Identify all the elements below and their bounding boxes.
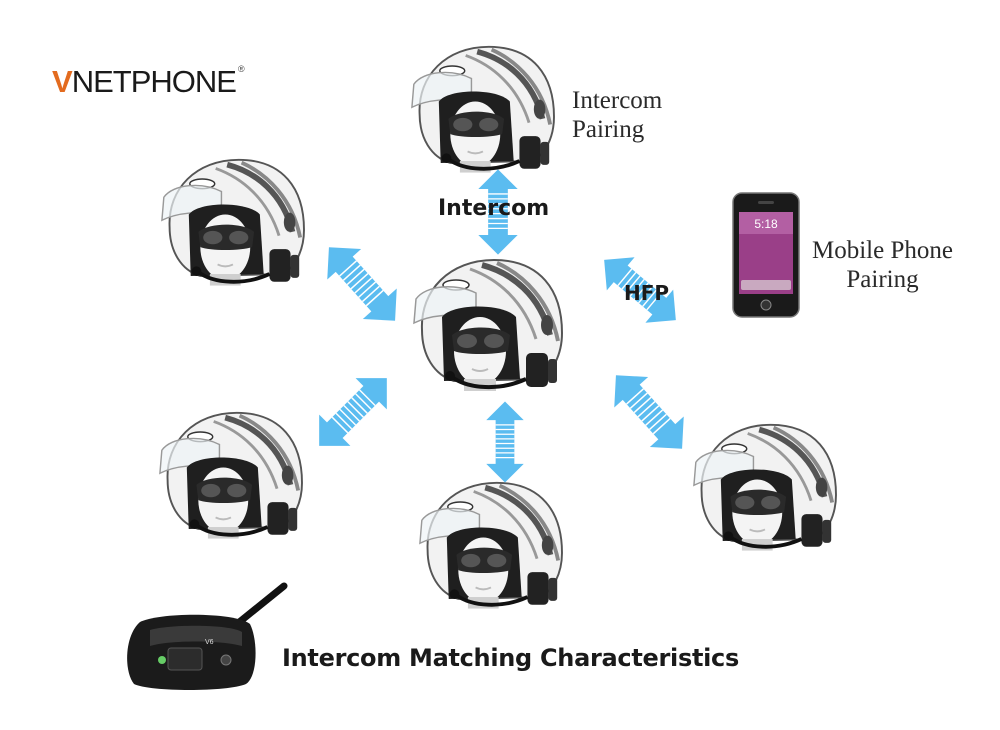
footer-title: Intercom Matching Characteristics (282, 644, 739, 672)
phone-time: 5:18 (754, 217, 778, 231)
arrow-bottom-vertical (485, 400, 525, 484)
hfp-arrow-label: HFP (624, 281, 670, 305)
intercom-pairing-line1: Intercom (572, 87, 663, 114)
logo-text: NETPHONE (71, 64, 237, 99)
helmet-upper-left (162, 160, 304, 286)
logo-registered-mark: ® (237, 64, 245, 74)
mobile-phone-pairing-label: Mobile Phone Pairing (812, 236, 953, 294)
helmet-top (412, 47, 554, 173)
helmet-bottom (420, 483, 562, 609)
intercom-device: V6 (127, 582, 288, 690)
intercom-arrow-label: Intercom (438, 196, 550, 221)
intercom-pairing-line2: Pairing (572, 116, 645, 143)
vnetphone-logo: VNETPHONE® (52, 64, 245, 100)
helmet-center (414, 260, 562, 391)
mobile-phone-line1: Mobile Phone (812, 237, 953, 264)
device-brand-text: V6 (205, 639, 214, 646)
arrow-lower-right-diagonal (598, 359, 700, 465)
helmet-lower-left (160, 413, 302, 539)
logo-v: V (52, 64, 73, 99)
mobile-phone-line2: Pairing (846, 266, 919, 293)
mobile-phone: 5:18 (732, 192, 800, 318)
arrow-upper-left-diagonal (311, 231, 413, 337)
arrow-lower-left-diagonal (302, 361, 404, 463)
helmet-lower-right (694, 425, 836, 551)
intercom-pairing-label: Intercom Pairing (572, 86, 662, 144)
